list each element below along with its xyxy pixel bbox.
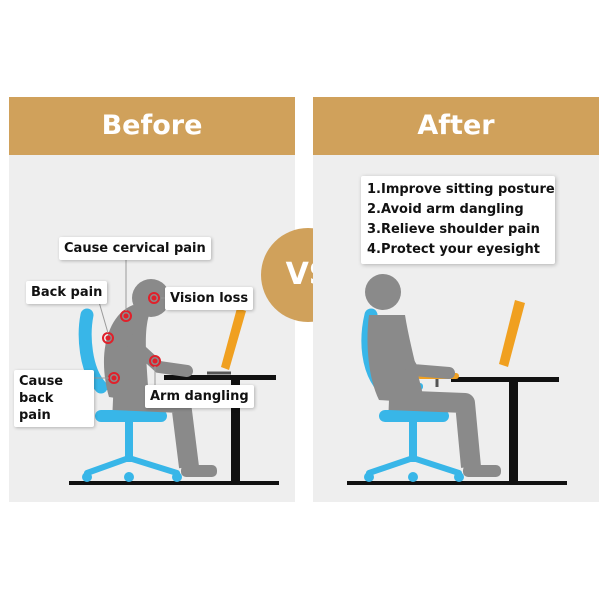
office-chair	[78, 308, 182, 482]
callout-back-pain: Back pain	[26, 281, 108, 304]
pain-marker-eye	[148, 292, 160, 304]
benefit-item: 3.Relieve shoulder pain	[367, 222, 540, 237]
benefits-list: 1.Improve sitting posture 2.Avoid arm da…	[361, 176, 555, 264]
after-title: After	[313, 97, 599, 155]
monitor	[221, 308, 246, 370]
after-panel: After	[313, 97, 599, 502]
benefit-item: 2.Avoid arm dangling	[367, 202, 524, 217]
before-title: Before	[9, 97, 295, 155]
floor-line	[347, 481, 567, 485]
callout-arm-dangling: Arm dangling	[145, 385, 254, 408]
benefit-item: 1.Improve sitting posture	[367, 182, 555, 197]
desk-leg	[509, 381, 518, 483]
before-scene-svg	[69, 260, 279, 485]
callout-cause-back-pain: Cause back pain	[14, 370, 94, 427]
callout-cervical-pain: Cause cervical pain	[59, 237, 211, 260]
upright-figure	[365, 274, 501, 477]
monitor	[499, 300, 525, 367]
callout-vision-loss: Vision loss	[165, 287, 254, 310]
desk-top	[164, 375, 276, 380]
after-illustration	[313, 155, 599, 502]
before-illustration	[9, 155, 295, 502]
benefit-item: 4.Protect your eyesight	[367, 242, 541, 257]
desk-top	[451, 377, 559, 382]
after-scene-svg	[347, 274, 567, 485]
floor-line	[69, 481, 279, 485]
desk-leg	[231, 379, 240, 483]
